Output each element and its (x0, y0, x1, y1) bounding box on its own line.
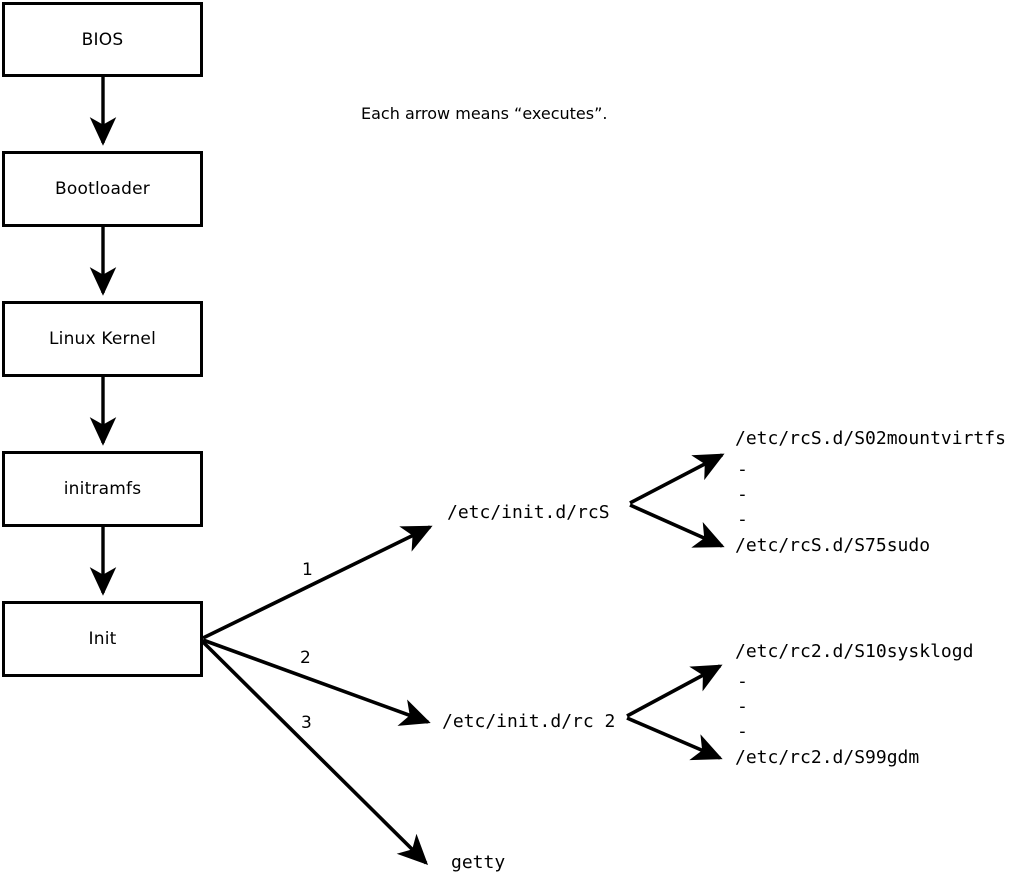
arrow-rcs-to-last-script (629, 503, 725, 548)
arrow-init-branch-3 (201, 640, 429, 866)
node-initramfs-label: initramfs (63, 479, 142, 499)
node-bootloader-label: Bootloader (55, 179, 150, 199)
script-rcs-ellipsis-3: - (737, 509, 748, 530)
script-rc2-ellipsis-1: - (737, 671, 748, 692)
node-getty[interactable]: getty (451, 852, 506, 873)
node-bios-label: BIOS (81, 29, 124, 50)
script-rcs-ellipsis-2: - (737, 484, 748, 505)
arrow-init-branch-2 (202, 638, 431, 726)
script-rcs-ellipsis-1: - (737, 459, 748, 480)
branch-number-3: 3 (301, 713, 312, 733)
node-bios[interactable]: BIOS (2, 2, 203, 77)
script-rc2-ellipsis-3: - (737, 721, 748, 742)
script-rc2-first[interactable]: /etc/rc2.d/S10sysklogd (735, 641, 974, 662)
node-init-d-rc2[interactable]: /etc/init.d/rc 2 (442, 711, 616, 732)
node-init[interactable]: Init (2, 601, 203, 677)
node-linux-kernel-label: Linux Kernel (48, 329, 156, 349)
arrow-init-branch-1 (202, 525, 433, 640)
script-rc2-last[interactable]: /etc/rc2.d/S99gdm (735, 747, 920, 768)
script-rc2-ellipsis-2: - (737, 696, 748, 717)
arrow-rc2-to-last-script (626, 716, 723, 761)
arrow-rc2-to-first-script (626, 664, 723, 718)
branch-number-1: 1 (302, 560, 313, 580)
node-init-d-rcs[interactable]: /etc/init.d/rcS (447, 502, 610, 523)
script-rcs-last[interactable]: /etc/rcS.d/S75sudo (735, 535, 931, 556)
node-bootloader[interactable]: Bootloader (2, 151, 203, 227)
node-linux-kernel[interactable]: Linux Kernel (2, 301, 203, 377)
node-initramfs[interactable]: initramfs (2, 451, 203, 527)
diagram-caption: Each arrow means “executes”. (361, 104, 608, 123)
arrow-rcs-to-first-script (629, 453, 725, 505)
node-init-label: Init (88, 629, 117, 649)
branch-number-2: 2 (300, 648, 311, 668)
script-rcs-first[interactable]: /etc/rcS.d/S02mountvirtfs (735, 428, 1006, 449)
